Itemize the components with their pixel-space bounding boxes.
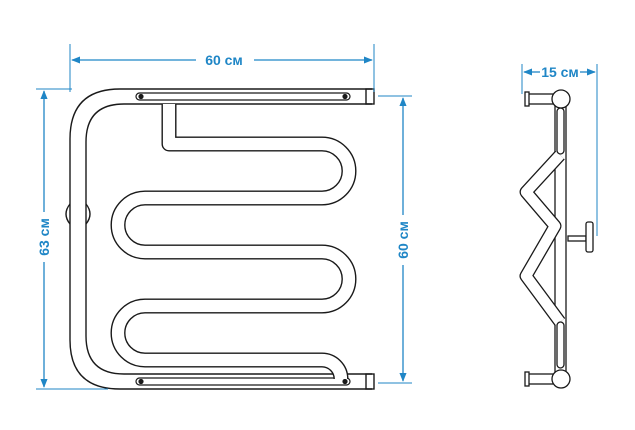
wall-mount-flange-right: [85, 203, 91, 225]
front-view: 60 см 63 см 60 см: [36, 44, 412, 390]
wall-mount-flange: [65, 203, 71, 225]
top-bar-slot: [135, 92, 351, 101]
width-dimension: 60 см: [69, 44, 375, 92]
width-label: 60 см: [205, 52, 243, 68]
serpentine-coil: [110, 104, 357, 380]
height-dimension: 63 см: [36, 88, 108, 390]
side-profile: [519, 89, 594, 389]
depth-dimension: 15 см: [521, 64, 598, 236]
height-label: 63 см: [36, 218, 52, 256]
mount-label: 60 см: [395, 221, 411, 259]
bottom-bar-slot: [135, 377, 351, 386]
outer-frame-tube: [69, 88, 375, 390]
depth-label: 15 см: [541, 64, 579, 80]
side-view: 15 см: [519, 64, 598, 389]
mount-dimension: 60 см: [378, 95, 412, 384]
